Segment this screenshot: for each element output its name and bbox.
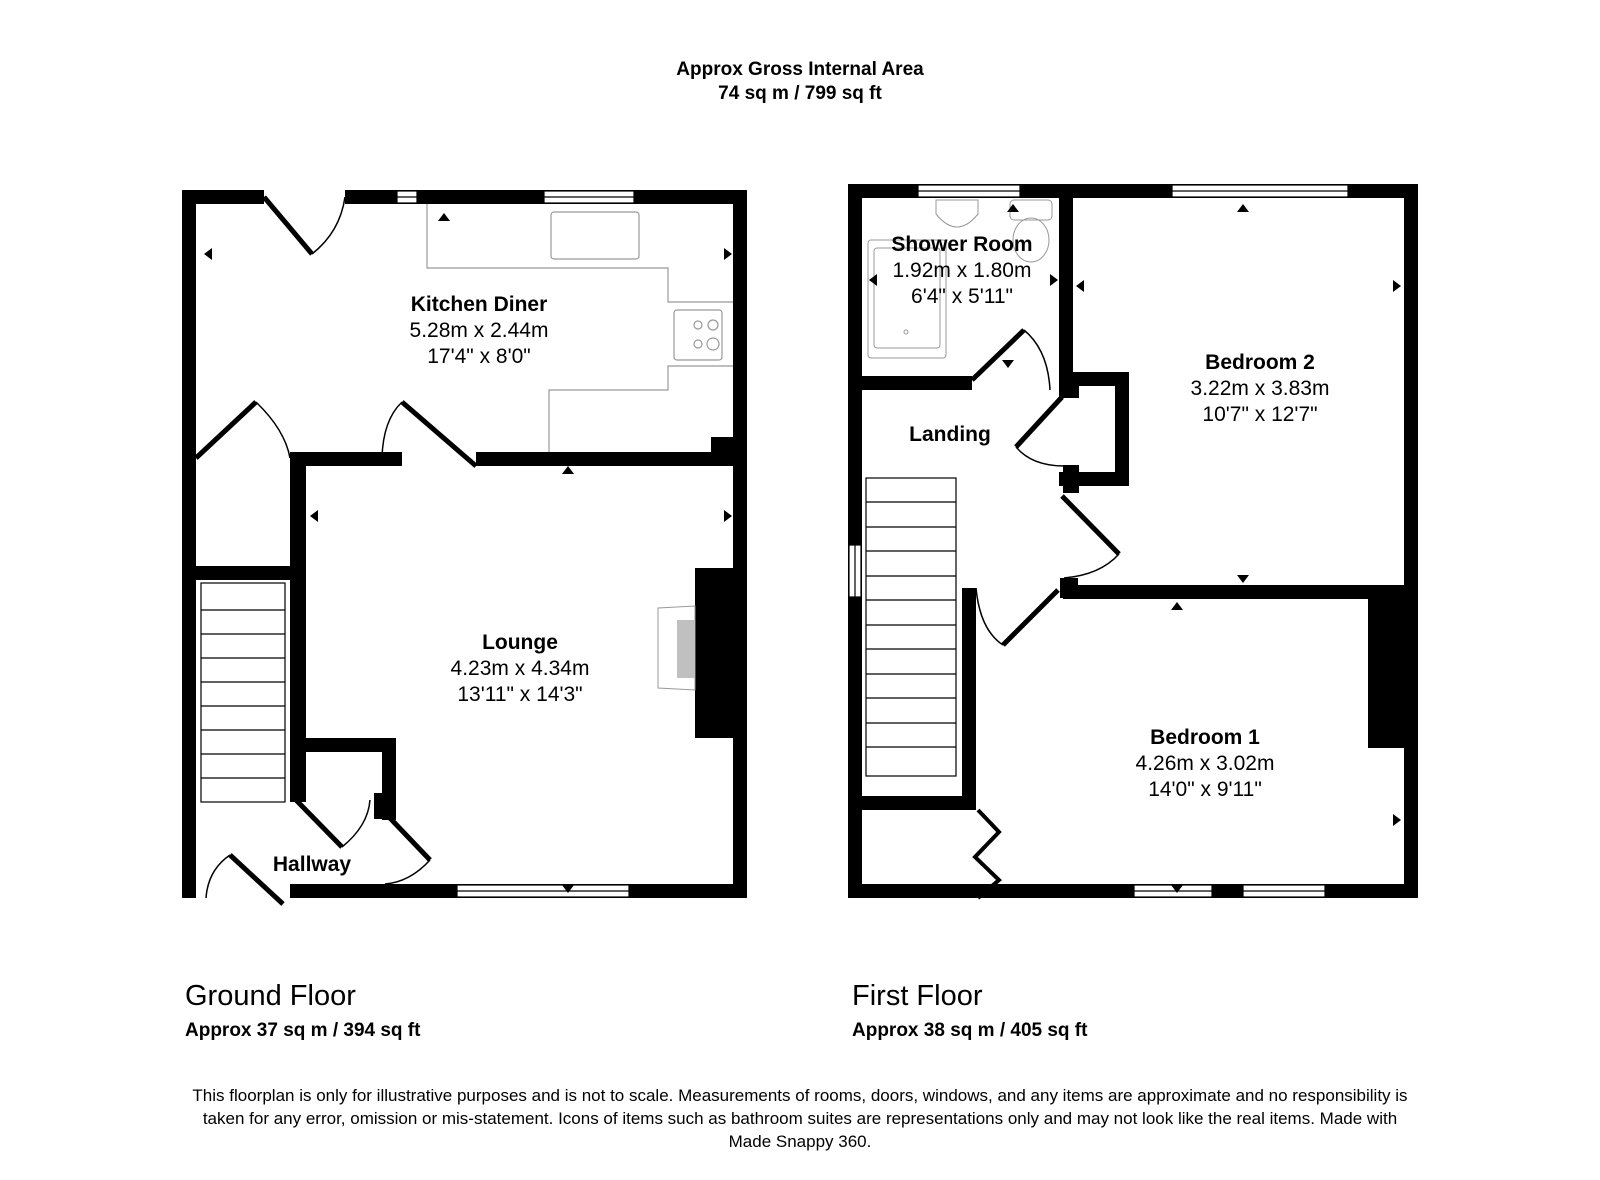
room-metric: 5.28m x 2.44m [409, 319, 549, 342]
room-imperial: 14'0" x 9'11" [1148, 778, 1262, 801]
disclaimer-text: This floorplan is only for illustrative … [192, 1086, 1408, 1151]
room-label-hallway: Hallway [252, 852, 372, 878]
first-floor-dimension-arrows [869, 204, 1401, 893]
room-name: Kitchen Diner [410, 293, 548, 316]
fireplace [657, 605, 696, 691]
room-name: Landing [909, 423, 991, 446]
room-label-lounge: Lounge 4.23m x 4.34m 13'11" x 14'3" [425, 630, 615, 708]
gross-area-header: Approx Gross Internal Area 74 sq m / 799… [0, 58, 1600, 106]
header-title: Approx Gross Internal Area [676, 59, 924, 80]
first-floor-windows [848, 184, 1349, 898]
header-total-area: 74 sq m / 799 sq ft [718, 83, 882, 104]
first-floor-stairs [865, 477, 957, 777]
ground-floor-plan [182, 190, 747, 906]
room-metric: 4.23m x 4.34m [450, 657, 590, 680]
room-label-kitchen-diner: Kitchen Diner 5.28m x 2.44m 17'4" x 8'0" [384, 292, 574, 370]
room-imperial: 13'11" x 14'3" [457, 683, 583, 706]
ground-floor-doors [194, 195, 478, 906]
first-floor-area: Approx 38 sq m / 405 sq ft [852, 1020, 1088, 1041]
first-floor-title: First Floor [852, 980, 983, 1012]
room-metric: 1.92m x 1.80m [892, 259, 1032, 282]
room-imperial: 17'4" x 8'0" [427, 345, 531, 368]
ground-floor-title: Ground Floor [185, 980, 356, 1012]
room-name: Hallway [272, 853, 352, 876]
first-floor-doors [970, 328, 1121, 900]
room-imperial: 6'4" x 5'11" [911, 285, 1013, 308]
room-label-bedroom-2: Bedroom 2 3.22m x 3.83m 10'7" x 12'7" [1165, 350, 1355, 428]
kitchen-worktops [426, 204, 733, 452]
ground-floor-stairs [200, 582, 286, 803]
room-name: Shower Room [891, 233, 1033, 256]
room-imperial: 10'7" x 12'7" [1202, 403, 1318, 426]
room-name: Bedroom 2 [1205, 351, 1315, 374]
ground-floor-windows [396, 190, 635, 898]
room-name: Lounge [482, 631, 558, 654]
room-label-shower-room: Shower Room 1.92m x 1.80m 6'4" x 5'11" [872, 232, 1052, 310]
bathroom-fixtures [867, 199, 1053, 359]
room-metric: 4.26m x 3.02m [1135, 752, 1275, 775]
room-label-landing: Landing [895, 422, 1005, 448]
room-metric: 3.22m x 3.83m [1190, 377, 1330, 400]
room-name: Bedroom 1 [1150, 726, 1260, 749]
first-floor-plan [848, 184, 1418, 900]
ground-floor-area: Approx 37 sq m / 394 sq ft [185, 1020, 421, 1041]
room-label-bedroom-1: Bedroom 1 4.26m x 3.02m 14'0" x 9'11" [1110, 725, 1300, 803]
ground-floor-dimension-arrows [204, 213, 732, 893]
